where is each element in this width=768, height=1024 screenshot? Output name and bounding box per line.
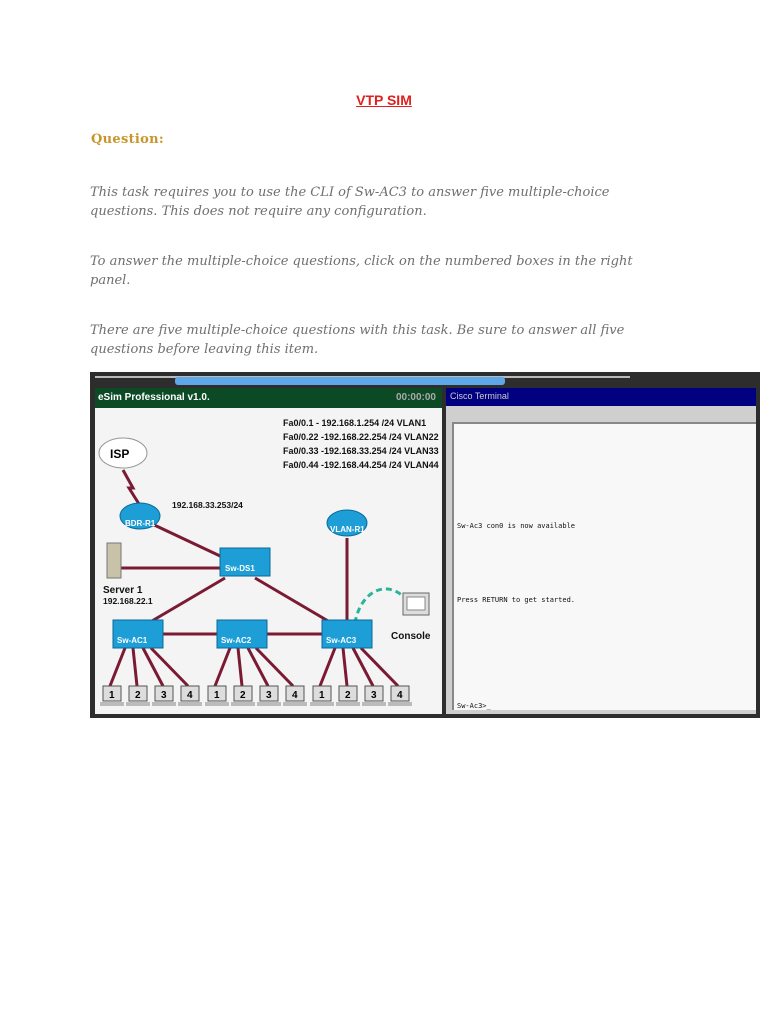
svg-text:Sw-DS1: Sw-DS1 <box>225 564 255 573</box>
terminal-line: Press RETURN to get started. <box>457 596 576 604</box>
svg-text:VLAN-R1: VLAN-R1 <box>330 525 365 534</box>
topology-title-bar: eSim Professional v1.0. 00:00:00 <box>95 388 442 408</box>
svg-text:2: 2 <box>135 690 141 701</box>
svg-text:Sw-AC1: Sw-AC1 <box>117 636 148 645</box>
switch-icon-ac3: Sw-AC3 <box>321 619 373 649</box>
svg-text:4: 4 <box>187 690 193 701</box>
pc-icon-2-3[interactable]: 3 <box>257 685 281 706</box>
pc-icon-2-2[interactable]: 2 <box>231 685 255 706</box>
svg-text:Sw-AC2: Sw-AC2 <box>221 636 252 645</box>
tab-strip <box>175 377 505 385</box>
pc-icon-1-2[interactable]: 2 <box>126 685 150 706</box>
terminal-panel: Cisco Terminal Sw-Ac3 con0 is now availa… <box>446 388 756 714</box>
terminal-title: Cisco Terminal <box>450 391 509 401</box>
isp-cloud-icon: ISP <box>98 437 148 469</box>
pc-icon-3-2[interactable]: 2 <box>336 685 360 706</box>
topology-panel: eSim Professional v1.0. 00:00:00 ISP BDR… <box>95 388 442 714</box>
svg-text:Fa0/0.33 -192.168.33.254 /24: Fa0/0.33 -192.168.33.254 /24 VLAN33 <box>283 446 439 456</box>
terminal-prompt: Sw-Ac3>_ <box>457 702 491 710</box>
pc-icon-3-4[interactable]: 4 <box>388 685 412 706</box>
paragraph-instructions: To answer the multiple-choice questions,… <box>90 254 633 288</box>
svg-text:2: 2 <box>240 690 246 701</box>
server-ip: 192.168.22.1 <box>103 596 153 606</box>
pc-icon-1-4[interactable]: 4 <box>178 685 202 706</box>
svg-text:Fa0/0.44 -192.168.44.254 /24: Fa0/0.44 -192.168.44.254 /24 VLAN44 <box>283 460 439 470</box>
switch-icon-ac2: Sw-AC2 <box>216 619 268 649</box>
svg-text:4: 4 <box>292 690 298 701</box>
svg-text:1: 1 <box>319 690 325 701</box>
svg-text:BDR-R1: BDR-R1 <box>125 519 156 528</box>
svg-text:1: 1 <box>214 690 220 701</box>
pc-icon-3-1[interactable]: 1 <box>310 685 334 706</box>
svg-text:2: 2 <box>345 690 351 701</box>
console-pc-icon <box>402 592 430 616</box>
switch-icon-ac1: Sw-AC1 <box>112 619 164 649</box>
svg-text:1: 1 <box>109 690 115 701</box>
terminal-console[interactable]: Sw-Ac3 con0 is now available Press RETUR… <box>452 422 756 710</box>
pc-icon-2-4[interactable]: 4 <box>283 685 307 706</box>
switch-icon-ds1: Sw-DS1 <box>219 547 271 577</box>
network-topology: ISP BDR-R1 192.168.33.253/24 VLAN-R1 Ser… <box>98 418 439 706</box>
paragraph-note: There are five multiple-choice questions… <box>90 323 625 357</box>
pc-icon-1-3[interactable]: 3 <box>152 685 176 706</box>
svg-text:4: 4 <box>397 690 403 701</box>
page-title: VTP SIM <box>356 92 412 108</box>
link-isp-bdr <box>121 469 141 505</box>
timer: 00:00:00 <box>395 392 436 403</box>
svg-text:Sw-AC3: Sw-AC3 <box>326 636 357 645</box>
console-label: Console <box>391 631 431 642</box>
router-icon-vlan-r1: VLAN-R1 <box>326 509 368 537</box>
pc-links <box>108 646 400 688</box>
server-icon <box>106 542 122 579</box>
svg-text:3: 3 <box>161 690 167 701</box>
bdr-ip: 192.168.33.253/24 <box>172 500 243 510</box>
terminal-title-bar: Cisco Terminal <box>446 388 756 406</box>
svg-text:ISP: ISP <box>110 447 129 461</box>
server-label: Server 1 <box>103 585 143 596</box>
simulator-screenshot: eSim Professional v1.0. 00:00:00 ISP BDR… <box>90 372 760 718</box>
svg-text:Fa0/0.22 -192.168.22.254 /24: Fa0/0.22 -192.168.22.254 /24 VLAN22 <box>283 432 439 442</box>
subinterface-list: Fa0/0.1 - 192.168.1.254 /24 VLAN1 Fa0/0.… <box>283 418 439 470</box>
terminal-line: Sw-Ac3 con0 is now available <box>457 522 576 530</box>
router-icon-bdr: BDR-R1 <box>119 502 161 530</box>
svg-text:3: 3 <box>371 690 377 701</box>
svg-text:3: 3 <box>266 690 272 701</box>
pc-icon-1-1[interactable]: 1 <box>100 685 124 706</box>
console-cable <box>353 587 407 624</box>
pc-icon-2-1[interactable]: 1 <box>205 685 229 706</box>
pc-group: 1 2 3 4 1 2 3 4 1 2 3 4 <box>100 685 412 706</box>
pc-icon-3-3[interactable]: 3 <box>362 685 386 706</box>
question-label: Question: <box>91 132 164 147</box>
paragraph-task: This task requires you to use the CLI of… <box>90 185 610 219</box>
app-title: eSim Professional v1.0. <box>98 392 210 403</box>
svg-text:Fa0/0.1 - 192.168.1.254 /24: Fa0/0.1 - 192.168.1.254 /24 VLAN1 <box>283 418 426 428</box>
